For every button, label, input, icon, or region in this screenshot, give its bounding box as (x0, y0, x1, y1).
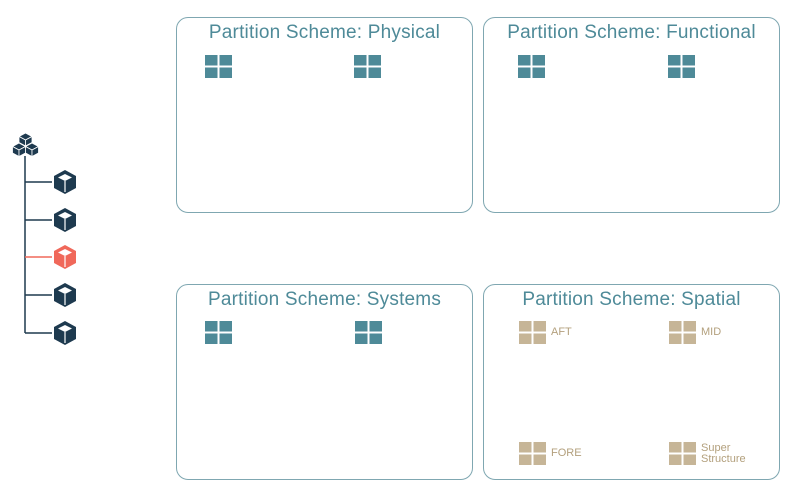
grid-icon (519, 442, 546, 465)
grid-icon (669, 442, 696, 465)
part-cube-icon[interactable] (52, 207, 78, 233)
tree-lines (24, 156, 52, 334)
grid-icon (669, 321, 696, 344)
partition-label: MID (701, 326, 722, 338)
partition-item-superstructure[interactable]: Super Structure (669, 442, 746, 465)
part-cube-icon[interactable] (52, 169, 78, 195)
partition-item-aft[interactable]: AFT (519, 321, 572, 344)
partition-item[interactable] (518, 55, 550, 78)
panel-title: Partition Scheme: Systems (207, 289, 442, 310)
grid-icon (355, 321, 382, 344)
partition-item[interactable] (205, 55, 237, 78)
panel-spatial[interactable]: Partition Scheme: Spatial AFT MID FORE S… (483, 284, 780, 480)
grid-icon (668, 55, 695, 78)
part-cube-icon[interactable] (52, 282, 78, 308)
panel-title: Partition Scheme: Physical (208, 22, 441, 43)
panel-systems[interactable]: Partition Scheme: Systems (176, 284, 473, 480)
panel-title: Partition Scheme: Functional (507, 22, 756, 43)
grid-icon (518, 55, 545, 78)
partition-item[interactable] (668, 55, 700, 78)
partition-label: Super Structure (701, 441, 746, 465)
partition-item[interactable] (354, 55, 386, 78)
grid-icon (354, 55, 381, 78)
partition-item[interactable] (205, 321, 237, 344)
grid-icon (205, 321, 232, 344)
grid-icon (519, 321, 546, 344)
partition-label: FORE (551, 447, 582, 459)
part-cube-icon[interactable] (52, 320, 78, 346)
partition-item-fore[interactable]: FORE (519, 442, 582, 465)
part-cube-icon-selected[interactable] (52, 244, 78, 270)
partition-label: AFT (551, 326, 572, 338)
grid-icon (205, 55, 232, 78)
panel-physical[interactable]: Partition Scheme: Physical (176, 17, 473, 213)
partition-item-mid[interactable]: MID (669, 321, 721, 344)
product-tree (0, 0, 110, 495)
panel-functional[interactable]: Partition Scheme: Functional (483, 17, 780, 213)
assembly-icon[interactable] (11, 132, 40, 158)
panel-title: Partition Scheme: Spatial (522, 289, 741, 310)
partition-item[interactable] (355, 321, 387, 344)
